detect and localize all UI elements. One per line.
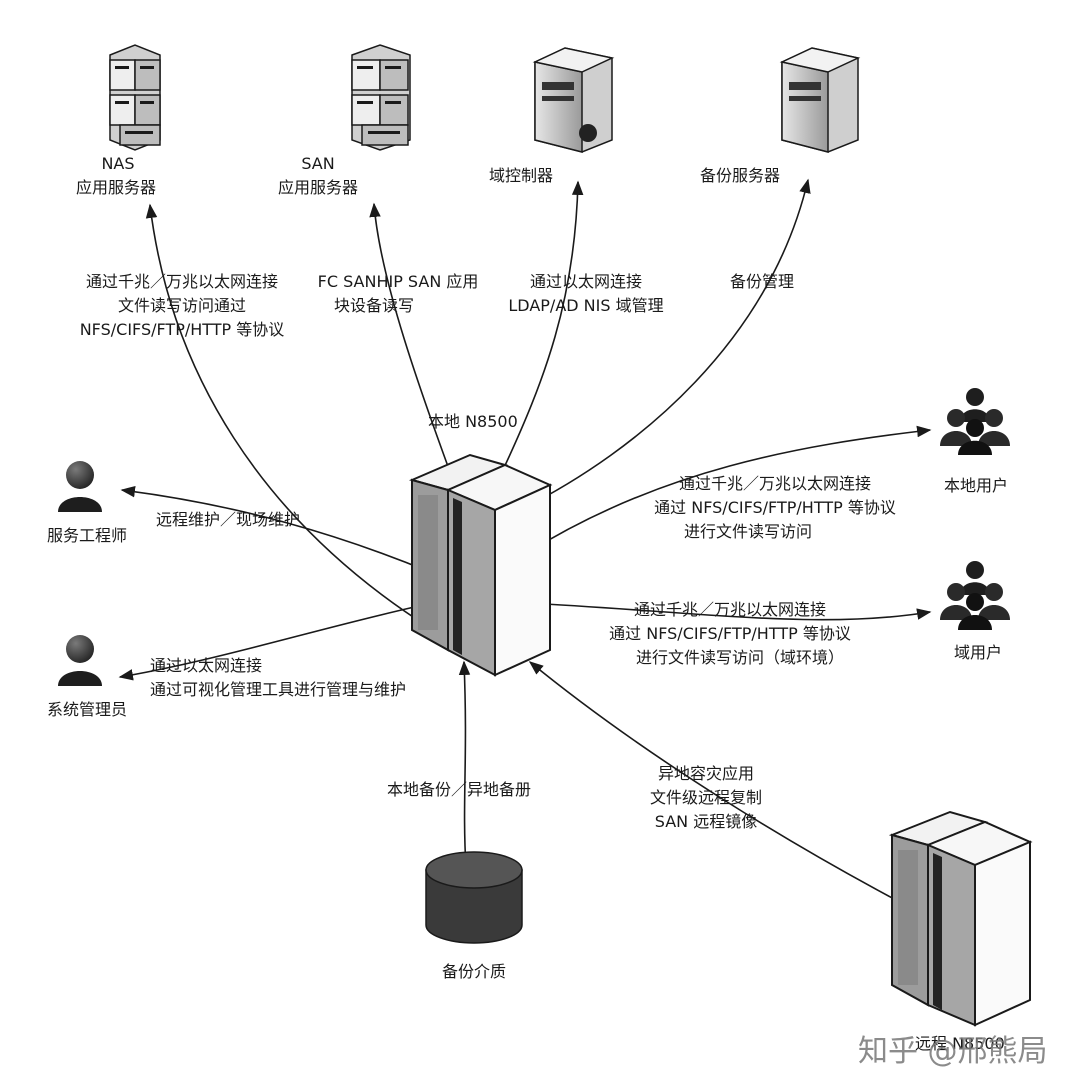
domain-users-icon xyxy=(940,561,1010,630)
local-users-label: 本地用户 xyxy=(943,476,1009,495)
domain-users-label: 域用户 xyxy=(953,643,1003,662)
edge-remote xyxy=(528,661,916,911)
edge-domain-label-line1: 通过以太网连接 xyxy=(529,272,643,291)
edge-nas-label-line1: 通过千兆／万兆以太网连接 xyxy=(85,272,279,291)
edge-nas-label-line2: 文件读写访问通过 xyxy=(117,296,247,315)
edge-local-users-label-line3: 进行文件读写访问 xyxy=(683,522,813,541)
edge-domain-users-label-line3: 进行文件读写访问（域环境） xyxy=(635,648,845,667)
domain-controller-label: 域控制器 xyxy=(488,166,554,185)
local-n8500-icon xyxy=(408,453,553,677)
remote-n8500-icon xyxy=(888,810,1033,1027)
edge-remote-label-line2: 文件级远程复制 xyxy=(649,788,763,807)
edge-san-label-line2: 块设备读写 xyxy=(333,296,415,315)
backup-media-icon xyxy=(425,851,523,944)
edge-domain-users-label-line1: 通过千兆／万兆以太网连接 xyxy=(633,600,827,619)
nas-server-label-line1: NAS xyxy=(101,154,135,173)
edge-engineer xyxy=(120,485,431,573)
system-admin-icon xyxy=(58,635,102,686)
backup-server-label: 备份服务器 xyxy=(699,166,781,185)
san-server-icon xyxy=(351,44,411,151)
edge-nas xyxy=(145,203,431,629)
edge-san-label-line1: FC SANHIP SAN 应用 xyxy=(317,272,479,291)
backup-media-label: 备份介质 xyxy=(441,962,507,981)
service-engineer-icon xyxy=(58,461,102,512)
watermark: 知乎 @邢熊局 xyxy=(858,1034,1048,1069)
edge-backup-media-label: 本地备份／异地备册 xyxy=(386,780,532,799)
local-users-icon xyxy=(940,388,1010,455)
nas-server-icon xyxy=(109,44,161,151)
edge-backup-mgmt xyxy=(519,178,811,511)
service-engineer-label: 服务工程师 xyxy=(46,526,128,545)
edge-admin xyxy=(118,603,429,681)
edge-remote-label-line3: SAN 远程镜像 xyxy=(654,812,758,831)
edge-local-users xyxy=(525,425,932,554)
domain-controller-icon xyxy=(532,47,615,153)
edge-san xyxy=(369,202,463,506)
edge-nas-label-line3: NFS/CIFS/FTP/HTTP 等协议 xyxy=(79,320,285,339)
edge-remote-label-line1: 异地容灾应用 xyxy=(657,764,755,783)
edge-backup-mgmt-label: 备份管理 xyxy=(729,272,795,291)
edge-domain xyxy=(501,180,584,473)
edge-domain-label-line2: LDAP/AD NIS 域管理 xyxy=(508,296,664,315)
remote-n8500-label: 远程 N8500 xyxy=(915,1034,1005,1053)
edge-backup-media xyxy=(458,660,471,869)
edge-engineer-label: 远程维护／现场维护 xyxy=(156,510,301,529)
edge-domain-users xyxy=(525,597,932,621)
san-server-label-line2: 应用服务器 xyxy=(277,178,359,197)
system-admin-label: 系统管理员 xyxy=(46,700,128,719)
edge-local-users-label-line2: 通过 NFS/CIFS/FTP/HTTP 等协议 xyxy=(654,498,896,517)
edge-admin-label-line1: 通过以太网连接 xyxy=(150,656,263,675)
local-n8500-label: 本地 N8500 xyxy=(428,412,518,431)
backup-server-icon xyxy=(779,47,861,153)
san-server-label-line1: SAN xyxy=(301,154,335,173)
edge-admin-label-line2: 通过可视化管理工具进行管理与维护 xyxy=(150,680,407,699)
edge-local-users-label-line1: 通过千兆／万兆以太网连接 xyxy=(678,474,872,493)
nas-server-label-line2: 应用服务器 xyxy=(75,178,157,197)
edge-domain-users-label-line2: 通过 NFS/CIFS/FTP/HTTP 等协议 xyxy=(609,624,851,643)
